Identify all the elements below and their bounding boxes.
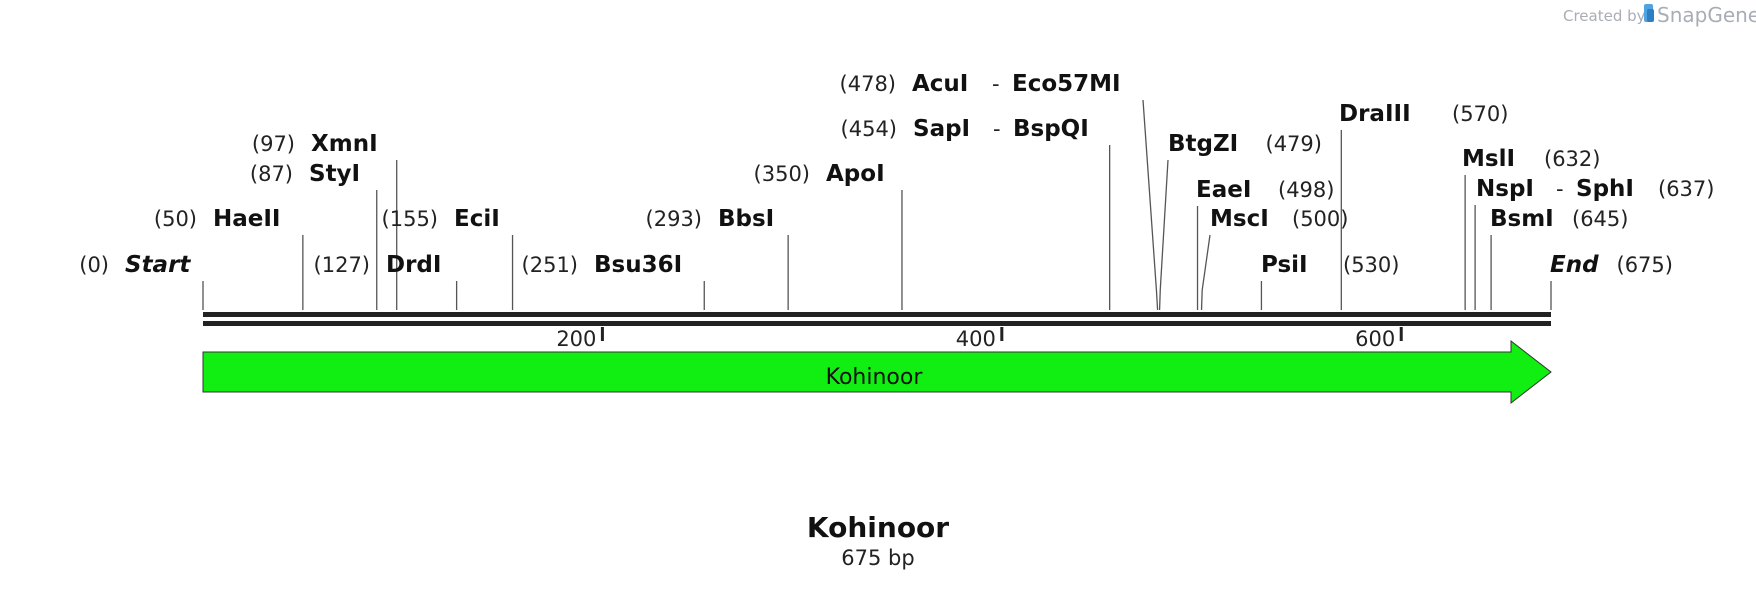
- site-position: (251): [522, 253, 578, 277]
- site-name: BsmI: [1490, 206, 1554, 232]
- sequence-length: 675 bp: [841, 546, 914, 570]
- site-position: (0): [79, 253, 109, 277]
- site-xmni[interactable]: XmnI (97): [252, 131, 398, 310]
- site-position: (350): [754, 162, 810, 186]
- site-position: (530): [1343, 253, 1399, 277]
- site-name: ApoI: [826, 161, 885, 187]
- site-msci[interactable]: MscI (500): [1200, 206, 1349, 311]
- branding: Created by SnapGene: [1563, 3, 1756, 27]
- site-sapi[interactable]: SapI-BspQI (454): [841, 116, 1111, 310]
- ruler-tick-label: 200: [556, 327, 596, 351]
- site-start[interactable]: Start (0): [79, 252, 204, 310]
- site-apoi[interactable]: ApoI (350): [754, 161, 903, 310]
- site-bsmi[interactable]: BsmI (645): [1490, 206, 1628, 310]
- feature-kohinoor[interactable]: Kohinoor: [202, 339, 1552, 405]
- site-name: PsiI: [1261, 252, 1308, 278]
- site-leader-line: [1158, 159, 1169, 311]
- site-position: (50): [154, 207, 197, 231]
- site-name: HaeII: [213, 206, 280, 232]
- site-name-separator: -: [993, 117, 1001, 141]
- site-position: (127): [314, 253, 370, 277]
- ruler-tick-label: 400: [956, 327, 996, 351]
- ruler: 200 400 600: [556, 327, 1403, 351]
- sequence-backbone: [203, 312, 1551, 326]
- snapgene-logo-icon: [1644, 4, 1654, 22]
- site-position: (632): [1544, 147, 1600, 171]
- site-name-separator: -: [992, 72, 1000, 96]
- site-end[interactable]: End (675): [1550, 252, 1673, 310]
- ruler-tick: [1399, 327, 1403, 341]
- ruler-tick: [1000, 327, 1004, 341]
- site-leader-line: [1142, 99, 1159, 311]
- site-position: (645): [1572, 207, 1628, 231]
- site-ecii[interactable]: EciI (155): [382, 206, 514, 310]
- feature-arrow[interactable]: [202, 339, 1552, 405]
- site-name: End: [1550, 252, 1599, 278]
- site-position: (454): [841, 117, 897, 141]
- site-position: (637): [1658, 177, 1714, 201]
- site-bbsi[interactable]: BbsI (293): [646, 206, 789, 310]
- site-btgzi[interactable]: BtgZI (479): [1158, 131, 1322, 311]
- restriction-sites: Start (0) HaeII (50) StyI (87) XmnI (97) DrdI (12…: [79, 71, 1714, 311]
- site-draiii[interactable]: DraIII (570): [1339, 101, 1508, 310]
- site-name: MslI: [1462, 146, 1515, 172]
- site-position: (498): [1278, 178, 1334, 202]
- site-acui[interactable]: AcuI-Eco57MI(478): [840, 71, 1159, 311]
- ruler-tick: [600, 327, 604, 341]
- site-drdi[interactable]: DrdI (127): [314, 252, 458, 310]
- feature-label: Kohinoor: [826, 365, 924, 390]
- site-name: DraIII: [1339, 101, 1411, 127]
- site-name: SapI: [913, 116, 970, 142]
- site-name-separator: -: [1556, 177, 1564, 201]
- site-leader-line: [1200, 234, 1211, 311]
- site-bsu36i[interactable]: Bsu36I (251): [522, 252, 705, 310]
- branding-name: SnapGene: [1657, 3, 1756, 27]
- site-name: MscI: [1210, 206, 1269, 232]
- site-position: (479): [1266, 132, 1322, 156]
- site-name: BtgZI: [1168, 131, 1238, 157]
- site-alt-name: BspQI: [1013, 116, 1089, 142]
- site-nspi[interactable]: NspI-SphI (637): [1474, 176, 1714, 310]
- sequence-title: Kohinoor: [807, 511, 949, 544]
- site-position: (87): [250, 162, 293, 186]
- site-name: StyI: [309, 161, 360, 187]
- site-position: (675): [1617, 253, 1673, 277]
- site-position: (293): [646, 207, 702, 231]
- site-alt-name: SphI: [1576, 176, 1634, 202]
- site-name: BbsI: [718, 206, 774, 232]
- site-position: (478): [840, 72, 896, 96]
- site-name: DrdI: [386, 252, 441, 278]
- site-msli[interactable]: MslI (632): [1462, 146, 1600, 310]
- site-haeii[interactable]: HaeII (50): [154, 206, 304, 310]
- branding-prefix: Created by: [1563, 7, 1646, 25]
- ruler-tick-label: 600: [1355, 327, 1395, 351]
- site-eaei[interactable]: EaeI (498): [1196, 177, 1334, 310]
- site-styi[interactable]: StyI (87): [250, 161, 378, 310]
- site-position: (500): [1292, 207, 1348, 231]
- site-name: EaeI: [1196, 177, 1251, 203]
- site-psii[interactable]: PsiI (530): [1260, 252, 1399, 310]
- site-name: AcuI: [912, 71, 968, 97]
- site-name: XmnI: [311, 131, 378, 157]
- site-name: NspI: [1476, 176, 1534, 202]
- site-position: (570): [1452, 102, 1508, 126]
- site-alt-name: Eco57MI: [1012, 71, 1121, 97]
- site-position: (97): [252, 132, 295, 156]
- site-position: (155): [382, 207, 438, 231]
- site-name: EciI: [454, 206, 500, 232]
- site-name: Bsu36I: [594, 252, 682, 278]
- site-name: Start: [125, 252, 191, 278]
